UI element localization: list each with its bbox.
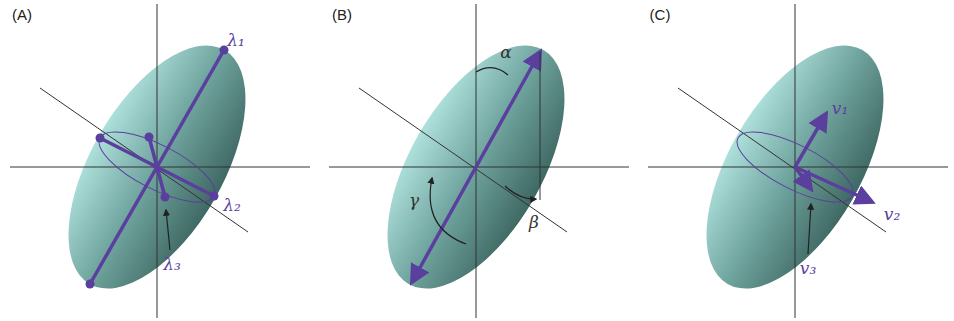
panel-letter: (B) [332, 7, 352, 22]
panel-b [329, 4, 629, 318]
angle-label: α [500, 44, 511, 61]
panel-letter: (C) [650, 7, 671, 22]
eigenvalue-label: λ₁ [227, 32, 245, 49]
panel-a [10, 4, 310, 318]
eigenvector-label: v₂ [884, 206, 900, 223]
panel-c [648, 4, 948, 318]
eigenvector-label: v₃ [800, 260, 816, 277]
eigenvalue-label: λ₃ [163, 256, 181, 273]
angle-label: β [529, 214, 539, 231]
panel-letter: (A) [12, 7, 32, 22]
eigenvector-label: v₁ [832, 100, 848, 117]
eigenvalue-label: λ₂ [223, 197, 241, 214]
angle-label: γ [409, 192, 419, 209]
